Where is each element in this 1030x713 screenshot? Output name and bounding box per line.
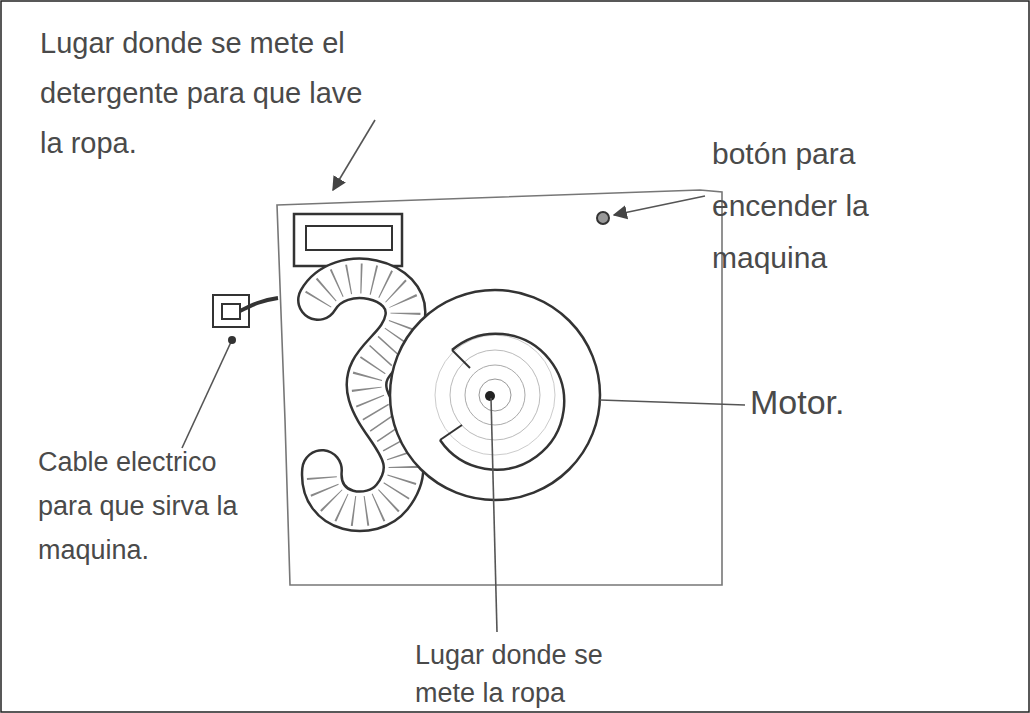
plug <box>213 295 278 327</box>
leader-line <box>182 342 231 448</box>
motor-label: Motor. <box>750 382 910 422</box>
drum-label: Lugar donde se mete la ropa <box>415 636 655 712</box>
detergent-label: Lugar donde se mete el detergente para q… <box>40 18 385 168</box>
leader-line <box>600 400 745 405</box>
machine-body <box>277 190 722 585</box>
cable-label: Cable electrico para que sirva la maquin… <box>38 440 266 572</box>
drum <box>390 290 600 500</box>
leader-line <box>614 196 705 215</box>
leader-line <box>333 120 375 190</box>
button-label: botón para encender la maquina <box>712 128 922 284</box>
leader-dot <box>228 336 236 344</box>
power-button <box>597 212 609 224</box>
drawer-slot <box>306 226 392 250</box>
leader-line <box>491 398 497 632</box>
